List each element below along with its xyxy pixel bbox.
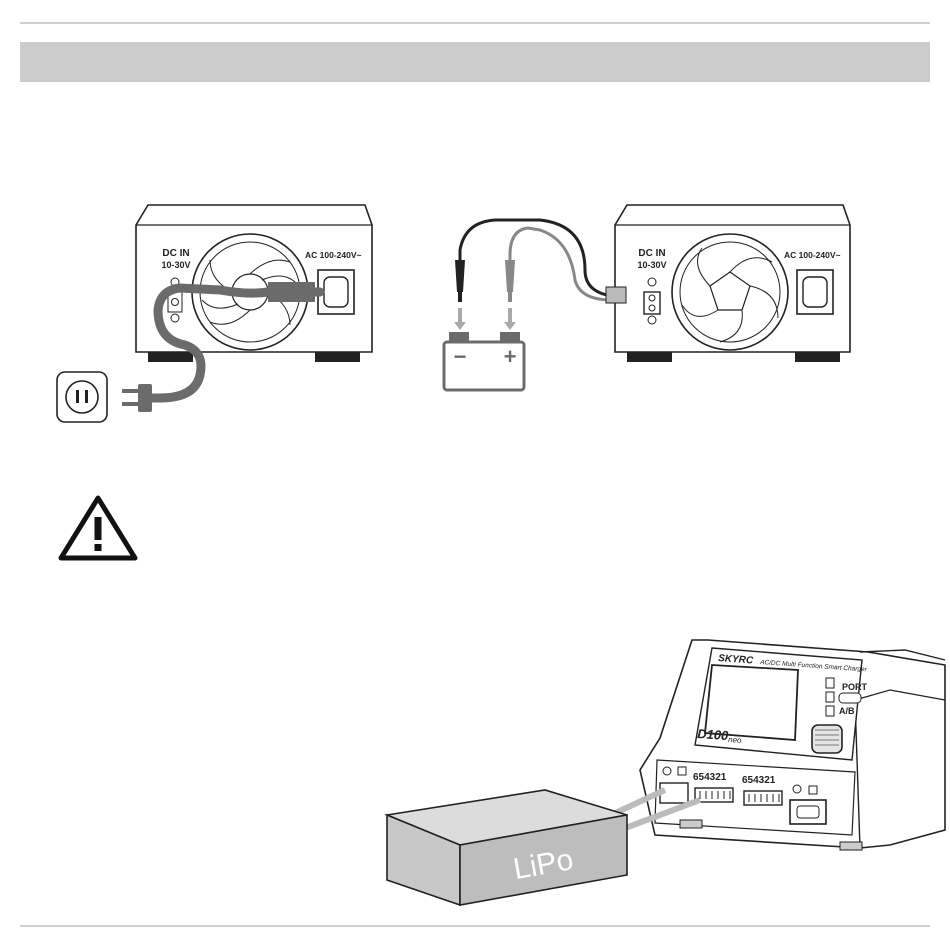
dc-leads [454, 220, 626, 330]
charger-front: SKYRC AC/DC Multi Function Smart Charger… [640, 640, 945, 850]
control-dial [812, 725, 842, 753]
dc-in-label-2: DC IN [638, 248, 665, 259]
balance-port-1 [695, 788, 733, 802]
battery-minus: − [454, 344, 467, 369]
lipo-battery: LiPo [387, 790, 627, 905]
ac-label-2: AC 100-240V~ [784, 250, 841, 260]
xt60-port [790, 800, 826, 824]
charger-rear-dc: DC IN 10-30V AC 100-240V~ [615, 205, 850, 362]
bottom-rule [20, 925, 930, 927]
balance-port-label-2: 654321 [742, 775, 776, 786]
dc-in-range-2: 10-30V [637, 260, 666, 270]
balance-port-label-1: 654321 [693, 772, 727, 783]
port-label: PORT [842, 682, 868, 692]
wall-socket-icon [57, 372, 107, 422]
dc-in-range: 10-30V [161, 260, 190, 270]
warning-icon [61, 498, 135, 558]
plug-icon [138, 384, 152, 412]
battery-plus: + [504, 344, 517, 369]
car-battery-icon: − + [444, 332, 524, 390]
balance-port-2 [744, 791, 782, 805]
ac-label: AC 100-240V~ [305, 250, 362, 260]
model-suffix: neo [728, 735, 742, 745]
model-name: D100 [697, 726, 730, 743]
dc-in-label: DC IN [162, 248, 189, 259]
fan-icon-2 [672, 234, 788, 350]
charger-rear-ac: DC IN 10-30V AC 100-240V~ [122, 205, 372, 412]
port-ab: A/B [839, 706, 855, 716]
